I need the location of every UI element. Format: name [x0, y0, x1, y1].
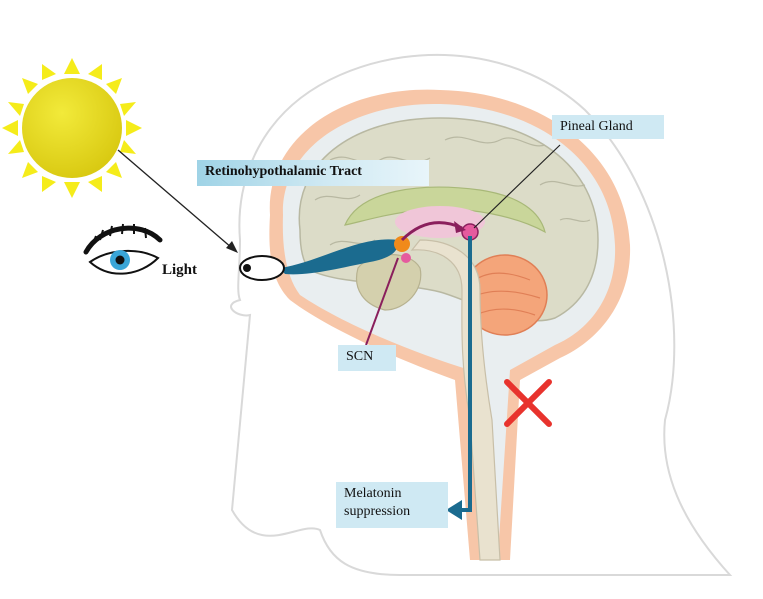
eyeball [239, 255, 285, 281]
brainstem [410, 239, 501, 561]
pineal-pointer [473, 144, 561, 229]
melatonin-suppression-label: Melatonin suppression [336, 482, 448, 528]
light-ray [117, 149, 233, 249]
light-label: Light [162, 262, 198, 278]
optic-tract [280, 239, 399, 275]
scn-node [394, 236, 410, 252]
eye-icon [83, 223, 163, 275]
cross-icon [504, 379, 552, 427]
sun-icon [2, 58, 142, 198]
scn-label: SCN [338, 345, 396, 371]
melatonin-signal [462, 236, 472, 512]
pineal-gland-label: Pineal Gland [552, 115, 664, 139]
scn-pointer [365, 257, 399, 346]
retinohypothalamic-tract-label: Retinohypothalamic Tract [197, 160, 429, 186]
melatonin-line2: suppression [344, 504, 411, 519]
melatonin-line1: Melatonin [344, 486, 402, 501]
